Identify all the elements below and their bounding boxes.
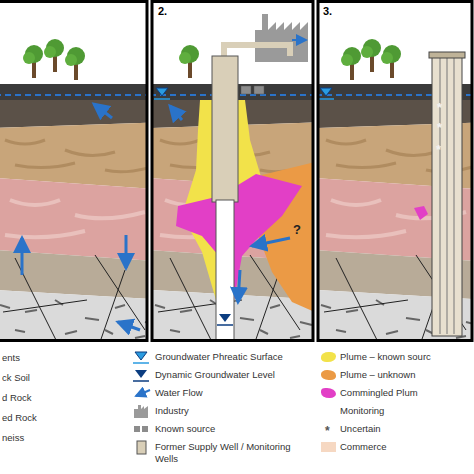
legend-text: Dynamic Groundwater Level	[155, 369, 315, 381]
legend-text: ents	[2, 352, 20, 364]
legend-text: Former Supply Well / Monitoring Wells	[155, 441, 315, 465]
legend-text: Uncertain	[340, 423, 381, 435]
legend-monitoring-mark: *	[325, 424, 330, 438]
monitoring-mark: *	[437, 100, 442, 115]
legend-swatch	[321, 370, 336, 380]
legend-text: Commingled Plum	[340, 387, 418, 399]
legend-text: Monitoring	[340, 405, 384, 417]
legend-swatch	[321, 388, 336, 398]
legend-swatch	[321, 352, 336, 362]
panel-three	[318, 1, 472, 341]
monitoring-mark: *	[437, 120, 442, 135]
legend-text: Water Flow	[155, 387, 315, 399]
legend-text: Plume – unknown	[340, 369, 416, 381]
monitoring-mark: *	[436, 142, 441, 157]
legend-text: neiss	[2, 432, 24, 444]
uncertain-mark: ?	[293, 222, 301, 237]
panel-one	[0, 1, 147, 341]
legend-text: Industry	[155, 405, 315, 417]
panel-frame	[0, 2, 472, 341]
legend-text: Known source	[155, 423, 315, 435]
legend-symbols	[133, 352, 150, 454]
legend-text: ck Soil	[2, 372, 30, 384]
legend-text: ed Rock	[2, 412, 37, 424]
panel-number: 3.	[323, 5, 332, 18]
legend-swatch	[321, 442, 336, 452]
legend-text: d Rock	[2, 392, 32, 404]
legend-text: Plume – known sourc	[340, 351, 431, 363]
legend-text: Commerce	[340, 441, 386, 453]
legend-text: Groundwater Phreatic Surface	[155, 351, 315, 363]
panel-number: 2.	[158, 5, 167, 18]
panel-two	[152, 1, 313, 341]
